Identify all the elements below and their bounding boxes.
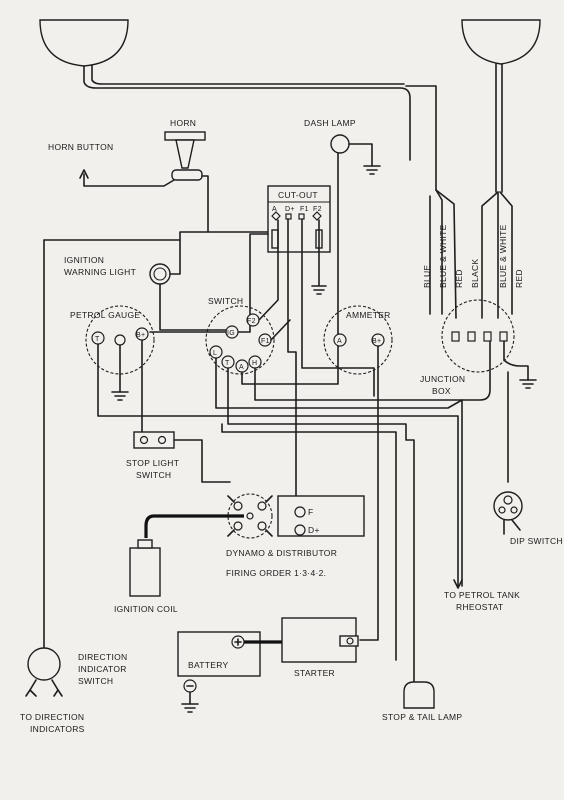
petrol-gauge-terminal-b: B+ <box>136 332 145 339</box>
switch-terminal-t: T <box>225 360 230 367</box>
ignition-switch: SWITCH F2 IG F1 L T A H <box>149 219 491 683</box>
junction-box: JUNCTION BOX <box>420 299 537 483</box>
direction-indicators-label-2: INDICATORS <box>30 724 85 734</box>
ammeter-label: AMMETER <box>346 310 391 320</box>
junction-box-label-2: BOX <box>432 386 451 396</box>
petrol-tank-rheostat: TO PETROL TANK RHEOSTAT <box>444 579 520 612</box>
wire-color-red-left: RED <box>454 269 464 288</box>
dynamo-terminal-f: F <box>308 507 314 517</box>
right-headlamp <box>461 19 541 65</box>
dynamo-label: DYNAMO & DISTRIBUTOR <box>226 548 337 558</box>
cut-out-terminal-f1: F1 <box>300 206 309 213</box>
wire-color-blue: BLUE <box>422 265 432 288</box>
direction-indicator-switch: DIRECTION INDICATOR SWITCH TO DIRECTION … <box>20 239 127 734</box>
ignition-warning-light: IGNITION WARNING LIGHT <box>64 231 231 331</box>
dash-lamp-label: DASH LAMP <box>304 118 356 128</box>
cut-out-terminal-f2: F2 <box>313 206 322 213</box>
starter-label: STARTER <box>294 668 335 678</box>
ammeter-terminal-b: B+ <box>372 338 381 345</box>
wire-color-labels: BLUE BLUE & WHITE RED BLACK BLUE & WHITE… <box>422 224 524 288</box>
trunk-wires <box>43 239 397 661</box>
stop-light-switch: STOP LIGHT SWITCH <box>126 431 231 483</box>
ignition-coil: IGNITION COIL <box>114 539 178 614</box>
cut-out-terminal-a: A <box>272 206 277 213</box>
wire-color-blue-white-left: BLUE & WHITE <box>438 224 448 288</box>
starter: STARTER <box>281 617 359 678</box>
wire-color-black: BLACK <box>470 259 480 288</box>
direction-switch-label-1: DIRECTION <box>78 652 127 662</box>
ignition-warning-label-2: WARNING LIGHT <box>64 267 136 277</box>
ignition-warning-label-1: IGNITION <box>64 255 104 265</box>
firing-order-label: FIRING ORDER 1·3·4·2. <box>226 568 326 578</box>
switch-terminal-h: H <box>252 360 257 367</box>
petrol-gauge-terminal-t: T <box>95 336 100 343</box>
switch-terminal-f2: F2 <box>247 318 256 325</box>
direction-switch-label-2: INDICATOR <box>78 664 127 674</box>
dynamo-terminal-d: D+ <box>308 525 320 535</box>
ammeter: AMMETER A B+ <box>323 305 393 641</box>
dip-switch: DIP SWITCH <box>493 491 563 546</box>
stop-light-label-1: STOP LIGHT <box>126 458 179 468</box>
wire-color-red-right: RED <box>514 269 524 288</box>
left-headlamp <box>39 19 411 161</box>
horn-label: HORN <box>170 118 196 128</box>
junction-box-label-1: JUNCTION <box>420 374 465 384</box>
switch-label: SWITCH <box>208 296 243 306</box>
cut-out-terminal-d: D+ <box>285 206 295 213</box>
rheostat-label-1: TO PETROL TANK <box>444 590 520 600</box>
stop-tail-lamp-label: STOP & TAIL LAMP <box>382 712 462 722</box>
stop-light-label-2: SWITCH <box>136 470 171 480</box>
switch-terminal-f1: F1 <box>261 338 270 345</box>
switch-terminal-a: A <box>239 364 244 371</box>
cut-out-label: CUT-OUT <box>278 190 318 200</box>
dash-lamp: DASH LAMP <box>304 118 381 337</box>
switch-terminal-ig: IG <box>227 330 235 337</box>
direction-indicators-label-1: TO DIRECTION <box>20 712 84 722</box>
rheostat-label-2: RHEOSTAT <box>456 602 503 612</box>
horn-button-label: HORN BUTTON <box>48 142 113 152</box>
horn: HORN HORN BUTTON <box>48 118 269 233</box>
dip-switch-label: DIP SWITCH <box>510 536 563 546</box>
headlamp-harness <box>405 63 513 319</box>
direction-switch-label-3: SWITCH <box>78 676 113 686</box>
stop-tail-lamp: STOP & TAIL LAMP <box>382 681 462 722</box>
battery-label: BATTERY <box>188 660 229 670</box>
dynamo-distributor: F D+ DYNAMO & DISTRIBUTOR FIRING ORDER 1… <box>144 493 365 578</box>
ammeter-terminal-a: A <box>337 338 342 345</box>
cut-out: CUT-OUT A D+ F1 F2 <box>237 185 375 519</box>
petrol-gauge: PETROL GAUGE T B+ <box>70 305 459 587</box>
wire-color-blue-white-right: BLUE & WHITE <box>498 224 508 288</box>
battery: BATTERY <box>177 631 340 713</box>
ignition-coil-label: IGNITION COIL <box>114 604 178 614</box>
switch-terminal-l: L <box>213 350 217 357</box>
petrol-gauge-label: PETROL GAUGE <box>70 310 140 320</box>
